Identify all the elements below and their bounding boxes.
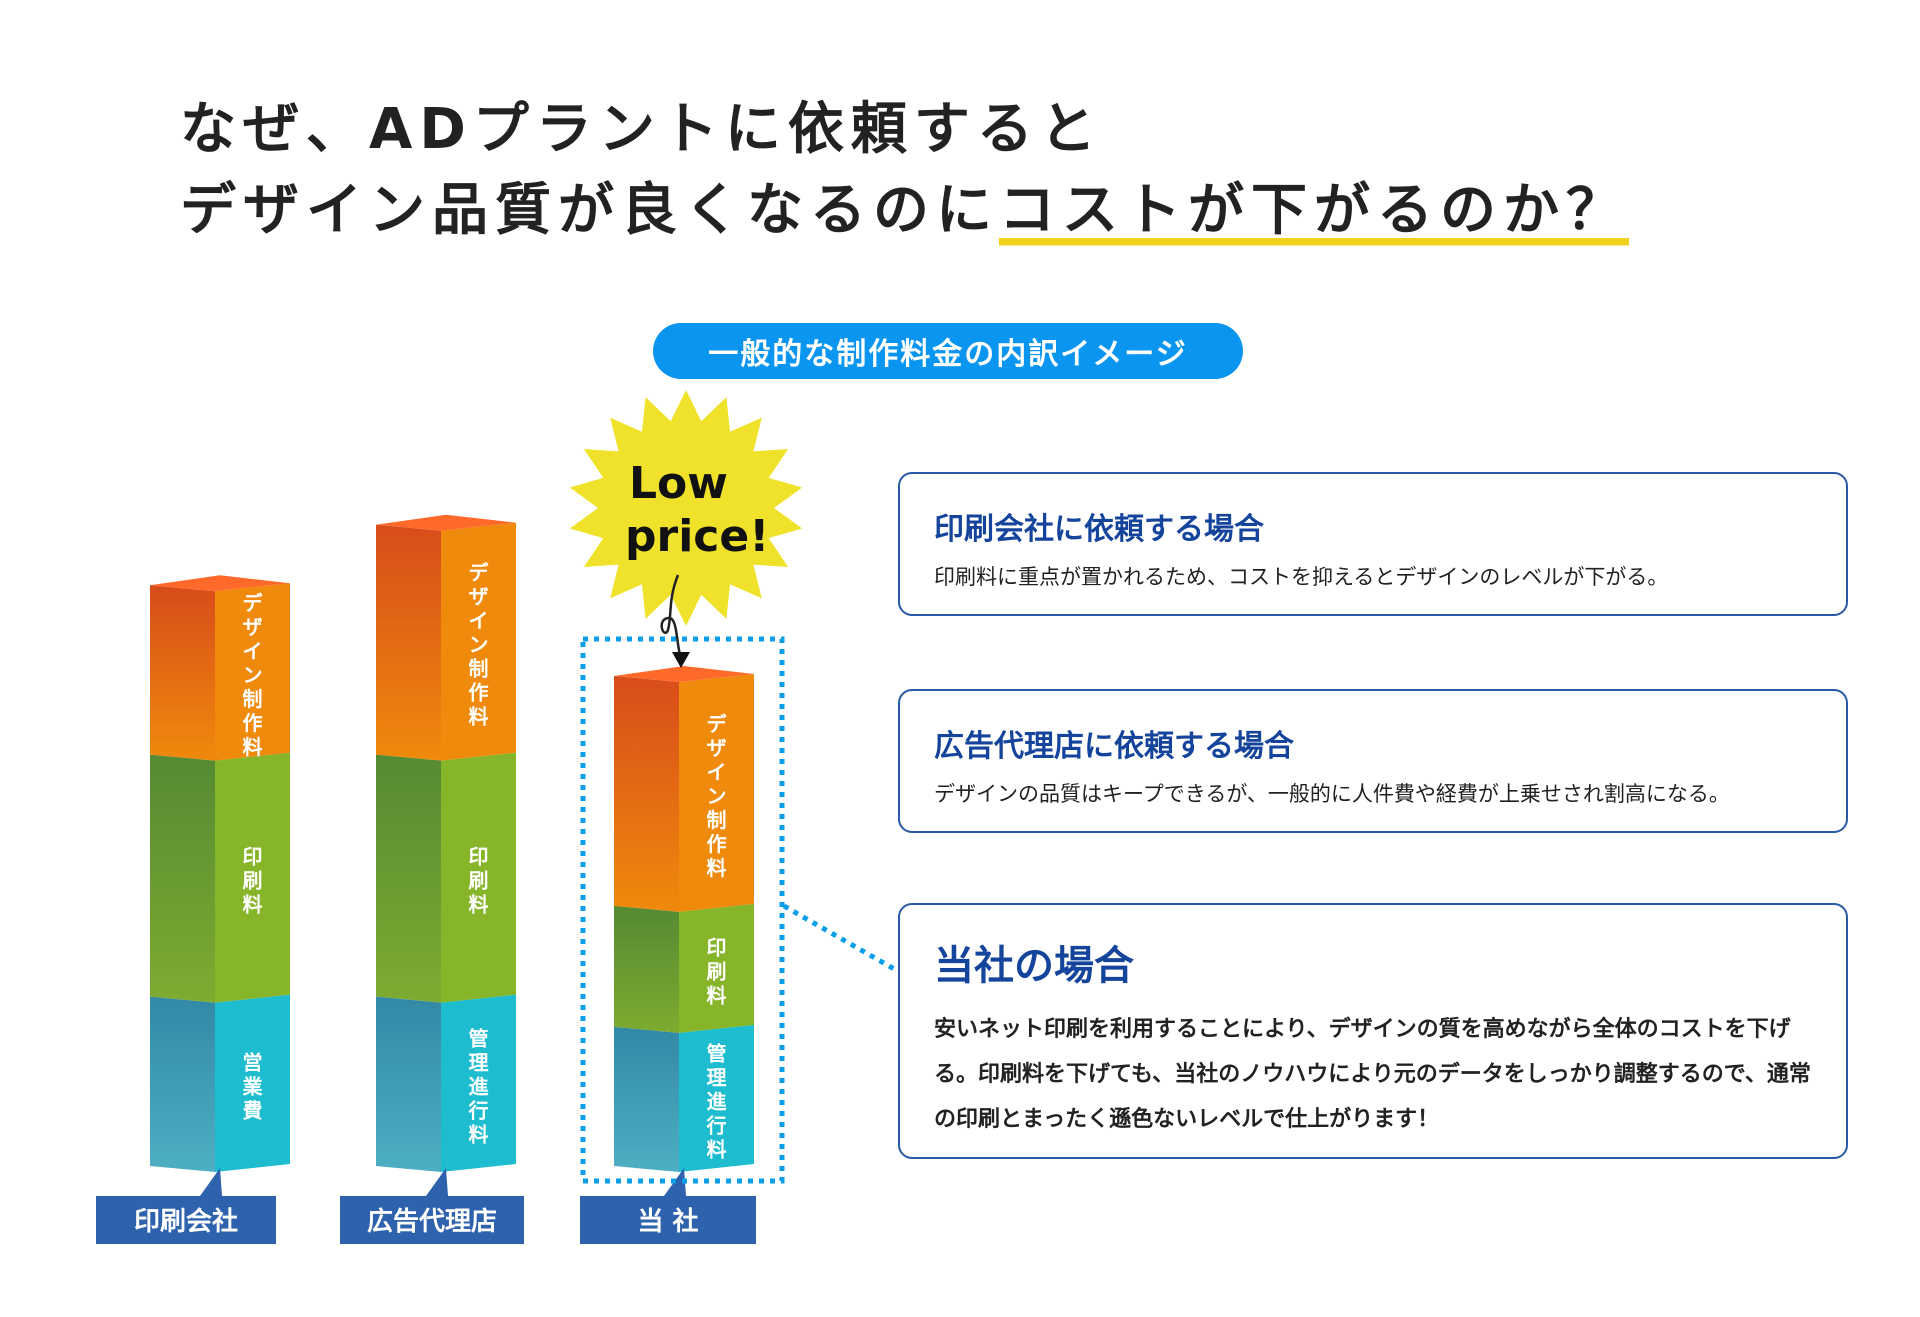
bar-segment-label: 制 (707, 808, 727, 832)
bar-segment-label: 刷 (243, 869, 263, 893)
card-title: 印刷会社に依頼する場合 (934, 512, 1264, 547)
bar-segment-label: ン (243, 663, 263, 687)
card-title: 当社の場合 (934, 943, 1134, 989)
bar-segment-label: 業 (243, 1074, 264, 1098)
card-ad-agency: 広告代理店に依頼する場合 デザインの品質はキープできるが、一般的に人件費や経費が… (898, 689, 1848, 833)
bar-segment-left (376, 524, 441, 761)
highlight-frame (580, 636, 785, 1184)
bar-segment-left (150, 754, 215, 1003)
bar-segment-left (150, 585, 215, 761)
label-pointer (426, 1168, 448, 1196)
bar-top-cap (376, 514, 516, 531)
bar-segment-label: 行 (468, 1098, 489, 1122)
bar-segment (679, 1024, 754, 1172)
card-body: デザインの品質はキープできるが、一般的に人件費や経費が上乗せされ割高になる。 (934, 782, 1730, 806)
bar-segment-label: 理 (469, 1050, 489, 1074)
bar-segment-label: ザ (707, 736, 727, 760)
bar-segment-label: 管 (707, 1041, 727, 1065)
card-title: 広告代理店に依頼する場合 (934, 729, 1294, 764)
bar-segment-label: 制 (469, 657, 489, 681)
card-body: 印刷料に重点が置かれるため、コストを抑えるとデザインのレベルが下がる。 (934, 565, 1669, 589)
bar-segment (679, 903, 754, 1033)
label-pointer (200, 1168, 222, 1196)
category-label: 当 社 (637, 1206, 698, 1237)
card-our-company: 当社の場合 安いネット印刷を利用することにより、デザインの質を高めながら全体のコ… (898, 903, 1848, 1159)
bar-segment-label: 営 (243, 1050, 263, 1074)
card-body: 安いネット印刷を利用することにより、デザインの質を高めながら全体のコストを下げる… (934, 1017, 1811, 1133)
bar-segment-label: 料 (707, 856, 727, 880)
bar-segment-label: 制 (243, 687, 263, 711)
category-label-box (96, 1196, 276, 1244)
bar-segment-label: 刷 (707, 959, 727, 983)
bar-segment (215, 752, 290, 1003)
badge-line-1: Low (629, 458, 728, 509)
bar-segment-label: 理 (707, 1065, 727, 1089)
category-label: 広告代理店 (367, 1206, 497, 1237)
bar-segment (441, 522, 516, 761)
bar-segment-label: イ (243, 639, 263, 663)
section-pill: 一般的な制作料金の内訳イメージ (653, 323, 1243, 379)
bar-top-cap (614, 665, 754, 682)
category-label-box (580, 1196, 756, 1244)
bar-segment (441, 994, 516, 1172)
bar-segment-label: 印 (707, 935, 727, 959)
card-printing-company: 印刷会社に依頼する場合 印刷料に重点が置かれるため、コストを抑えるとデザインのレ… (898, 472, 1848, 616)
bar-segment-left (376, 996, 441, 1172)
bar-segment-label: 料 (707, 983, 727, 1007)
bar-segment-label: イ (469, 609, 489, 633)
headline-highlight: コストが下がるのか？ (999, 178, 1629, 253)
category-label: 印刷会社 (134, 1206, 238, 1237)
headline-line-2: デザイン品質が良くなるのにコストが下がるのか？ (180, 178, 1629, 253)
bar-segment-label: 印 (469, 845, 489, 869)
bar-segment (441, 752, 516, 1003)
bar-segment-label: 印 (243, 845, 263, 869)
bar-top-cap (150, 575, 290, 592)
bar-segment-label: 作 (469, 681, 489, 705)
bar-segment-label: ン (707, 784, 727, 808)
bar-segment-label: 料 (469, 893, 489, 917)
bar-segment-left (614, 675, 679, 912)
headline-prefix: デザイン品質が良くなるのに (180, 178, 999, 243)
bar-segment-label: 料 (707, 1137, 727, 1161)
bar-segment-left (614, 1026, 679, 1172)
badge-arrow-line (660, 574, 683, 659)
low-price-badge (569, 390, 803, 626)
bar-segment-label: 作 (243, 711, 263, 735)
bar-segment-label: 料 (469, 1122, 489, 1146)
bar-segment-label: 作 (707, 832, 727, 856)
bar-segment-left (376, 754, 441, 1003)
connector-line (782, 903, 898, 973)
category-label-box (340, 1196, 524, 1244)
bar-segment-label: 刷 (469, 869, 489, 893)
bar-segment-label: デ (469, 561, 490, 585)
bar-segment-label: 行 (706, 1113, 727, 1137)
bar-segment-label: ザ (243, 615, 263, 639)
bar-segment-label: 費 (243, 1098, 263, 1122)
badge-line-2: price! (625, 511, 769, 562)
bar-segment-label: イ (707, 760, 727, 784)
bar-segment-left (150, 996, 215, 1172)
bar-segment (679, 673, 754, 912)
bar-segment-label: ン (469, 633, 489, 657)
bar-segment-label: ザ (469, 585, 489, 609)
bar-segment-label: 料 (243, 893, 263, 917)
bar-segment (215, 583, 290, 761)
bar-segment-label: デ (707, 712, 728, 736)
bar-segment-label: 進 (707, 1089, 727, 1113)
bar-segment-label: 料 (243, 735, 263, 759)
bar-segment-label: デ (243, 591, 264, 615)
bar-segment-label: 管 (469, 1026, 489, 1050)
headline-line-1: なぜ、ADプラントに依頼すると (180, 97, 1103, 162)
bar-segment-left (614, 905, 679, 1033)
bar-segment-label: 進 (469, 1074, 489, 1098)
bar-segment-label: 料 (469, 705, 489, 729)
bar-segment (215, 994, 290, 1172)
badge-arrow-head-icon (672, 652, 690, 668)
